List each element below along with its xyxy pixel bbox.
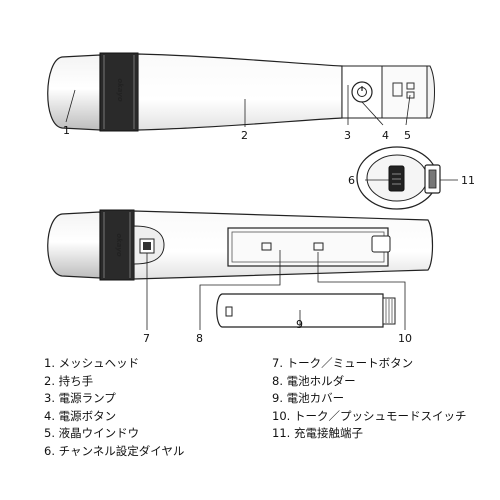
legend-item-charging-contacts: 11. 充電接触端子 <box>272 426 363 440</box>
legend-item-handle: 2. 持ち手 <box>44 373 94 388</box>
head-ring <box>99 52 139 132</box>
callout-1: 1 <box>63 124 70 137</box>
microphone-back-view: okayo <box>47 209 434 281</box>
legend-item-lcd-window: 5. 液晶ウインドウ <box>44 426 140 440</box>
legend-item-battery-holder: 8. 電池ホルダー <box>272 373 356 388</box>
microphone-front-view: okayo <box>47 52 435 132</box>
callout-9: 9 <box>296 318 303 331</box>
legend-item-power-button: 4. 電源ボタン <box>44 408 117 423</box>
callout-3: 3 <box>344 129 351 142</box>
legend-item-talk-push-switch: 10. トーク／プッシュモードスイッチ <box>272 408 467 423</box>
battery-holder <box>227 227 389 267</box>
callouts-bottom: 7 8 9 10 <box>143 250 412 345</box>
callout-10: 10 <box>398 332 412 345</box>
bottom-end-view: 6 11 <box>348 146 475 210</box>
brand-logo-back: okayo <box>115 233 123 257</box>
legend-item-battery-cover: 9. 電池カバー <box>272 391 345 405</box>
bottom-cap <box>426 65 435 119</box>
callout-5: 5 <box>404 129 411 142</box>
lcd-window <box>381 65 428 119</box>
legend-item-power-lamp: 3. 電源ランプ <box>44 391 116 405</box>
talk-push-switch[interactable] <box>313 242 324 251</box>
legend-item-channel-dial: 6. チャンネル設定ダイヤル <box>44 443 185 458</box>
callout-8: 8 <box>196 332 203 345</box>
battery-cover <box>216 293 396 328</box>
callout-11: 11 <box>461 174 475 187</box>
callouts-top: 1 2 3 4 5 <box>63 85 411 142</box>
legend-right-column: 7. トーク／ミュートボタン 8. 電池ホルダー 9. 電池カバー 10. トー… <box>272 355 466 443</box>
legend-item-mesh-head: 1. メッシュヘッド <box>44 356 140 370</box>
legend-left-column: 1. メッシュヘッド 2. 持ち手 3. 電源ランプ 4. 電源ボタン 5. 液… <box>44 355 184 460</box>
callout-7: 7 <box>143 332 150 345</box>
head-ring-back <box>99 209 135 281</box>
callout-2: 2 <box>241 129 248 142</box>
callout-4: 4 <box>382 129 389 142</box>
body-handle <box>137 53 343 131</box>
mesh-head <box>47 54 101 131</box>
mesh-head-back <box>47 211 101 279</box>
power-button[interactable] <box>351 81 373 103</box>
legend-item-talk-mute-button: 7. トーク／ミュートボタン <box>272 356 414 370</box>
brand-logo: okayo <box>116 78 124 102</box>
callout-6: 6 <box>348 174 355 187</box>
